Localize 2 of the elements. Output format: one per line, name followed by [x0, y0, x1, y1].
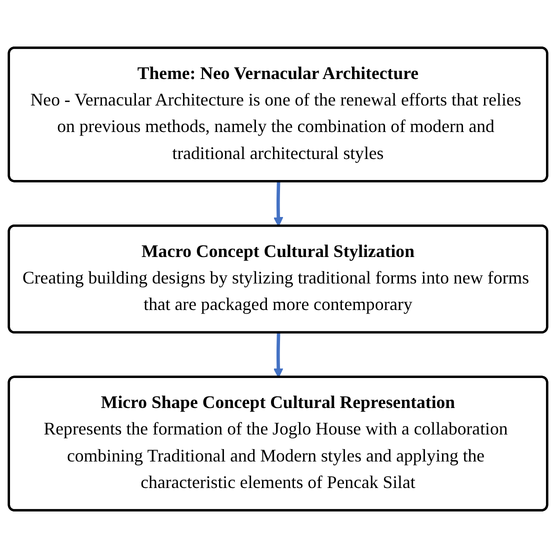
arrow [273, 332, 284, 378]
arrow [273, 182, 284, 227]
